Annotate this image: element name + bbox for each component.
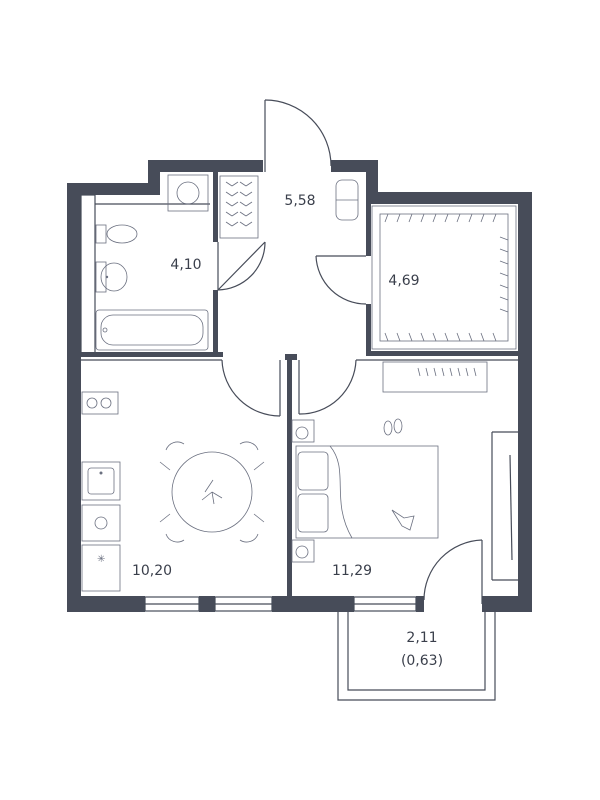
bathroom-area-label: 4,10 [170, 257, 201, 273]
room-labels: 5,58 4,10 4,69 10,20 11,29 2,11 (0,63) [132, 193, 443, 669]
hall-area-label: 5,58 [284, 193, 315, 209]
balcony-area-label: 2,11 [406, 630, 437, 646]
bedroom-area-label: 11,29 [332, 563, 372, 579]
bathroom-fixtures [95, 174, 209, 351]
balcony [337, 612, 496, 701]
doors [217, 99, 483, 604]
wardrobe-area-label: 4,69 [388, 273, 419, 289]
windows [144, 596, 417, 612]
balcony-reduced-area-label: (0,63) [401, 653, 443, 669]
svg-text:✳: ✳ [97, 554, 105, 565]
kitchen-furniture: ✳ [81, 391, 265, 592]
bedroom-furniture [291, 361, 488, 563]
kitchen-area-label: 10,20 [132, 563, 172, 579]
hall-furniture [219, 175, 359, 239]
wardrobe-furniture [371, 205, 517, 350]
interior-walls [80, 172, 518, 596]
outer-walls [67, 160, 532, 612]
